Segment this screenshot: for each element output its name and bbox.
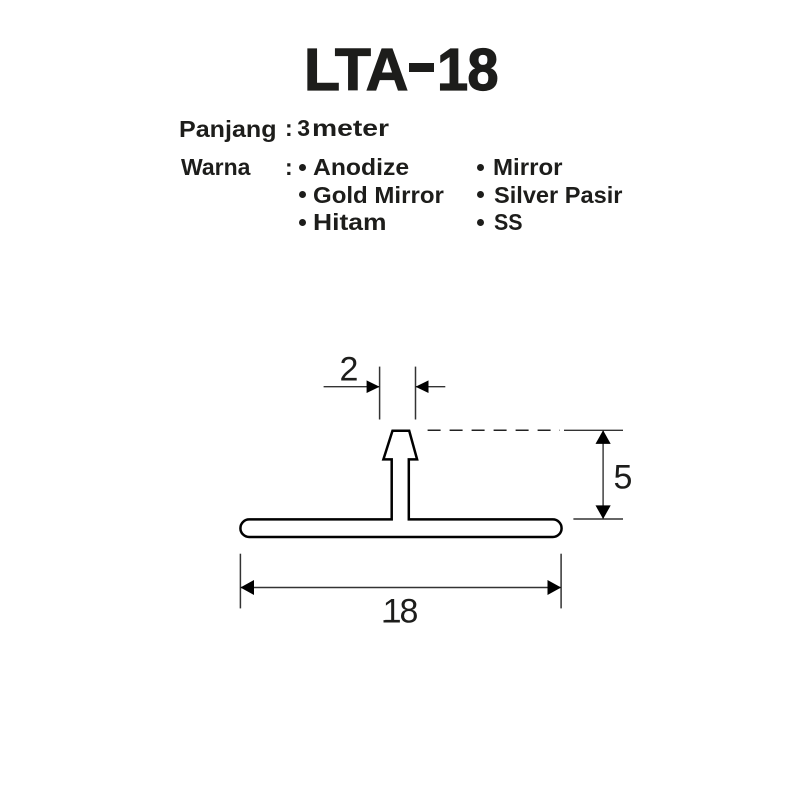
svg-text:2: 2 bbox=[340, 351, 359, 389]
svg-text:5: 5 bbox=[614, 458, 633, 496]
svg-text:18: 18 bbox=[383, 593, 418, 631]
